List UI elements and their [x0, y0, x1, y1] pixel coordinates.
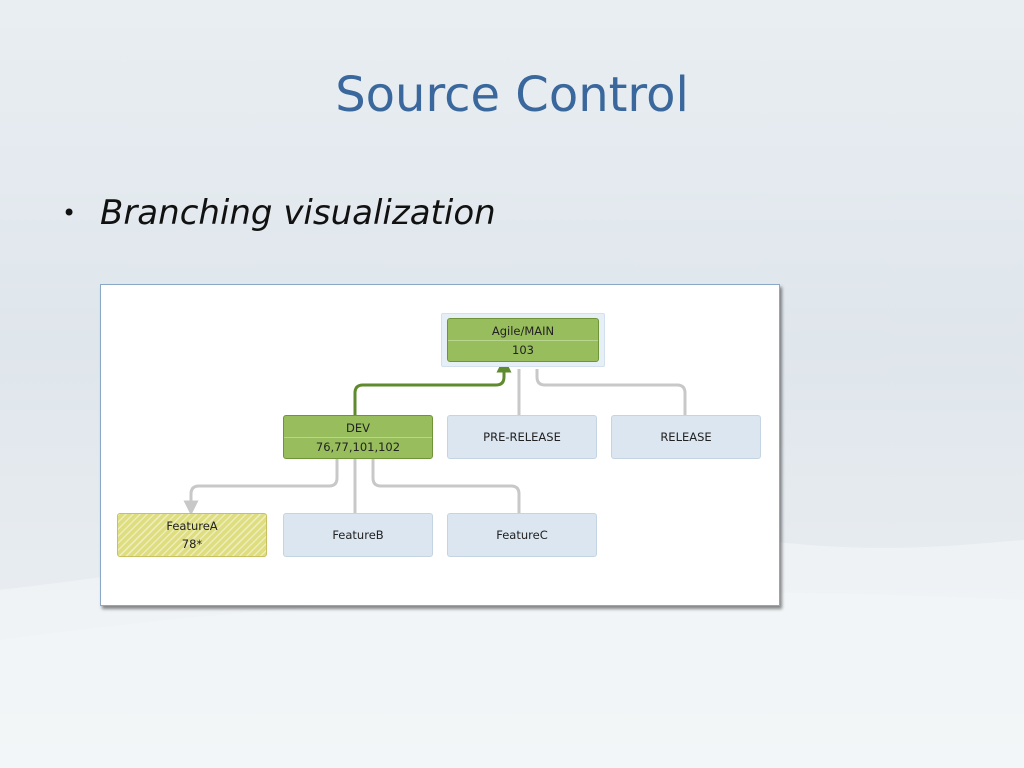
branch-node-feature-a[interactable]: FeatureA 78*	[117, 513, 267, 557]
edge-dev-main	[353, 357, 512, 415]
branch-node-feature-b[interactable]: FeatureB	[283, 513, 433, 557]
node-divider	[284, 436, 432, 438]
branch-connectors	[183, 357, 687, 516]
branch-name: PRE-RELEASE	[483, 430, 561, 444]
branch-visualization-frame: Agile/MAIN 103 DEV 76,77,101,102 PRE-REL…	[100, 284, 780, 606]
branch-changesets: 78*	[181, 537, 203, 551]
edge-feature-c-dev	[371, 459, 521, 513]
branch-changesets: 103	[512, 342, 534, 357]
branch-changesets: 76,77,101,102	[315, 439, 401, 454]
branch-name: RELEASE	[660, 430, 712, 444]
branch-name: FeatureA	[166, 519, 218, 533]
branch-name: DEV	[346, 420, 370, 435]
branch-node-pre-release[interactable]: PRE-RELEASE	[447, 415, 597, 459]
branch-node-feature-c[interactable]: FeatureC	[447, 513, 597, 557]
bullet-dot-icon: •	[62, 199, 77, 227]
edge-release-main	[535, 369, 687, 415]
node-divider	[448, 339, 598, 341]
branch-node-release[interactable]: RELEASE	[611, 415, 761, 459]
branch-node-main[interactable]: Agile/MAIN 103	[447, 318, 599, 362]
slide-title: Source Control	[335, 67, 689, 123]
bullet-item: • Branching visualization	[62, 190, 496, 236]
branch-name: FeatureB	[332, 528, 384, 542]
branch-name: FeatureC	[496, 528, 548, 542]
bullet-text: Branching visualization	[100, 193, 496, 233]
edge-dev-feature-a	[183, 459, 339, 516]
branch-name: Agile/MAIN	[491, 323, 555, 338]
branch-node-dev[interactable]: DEV 76,77,101,102	[283, 415, 433, 459]
